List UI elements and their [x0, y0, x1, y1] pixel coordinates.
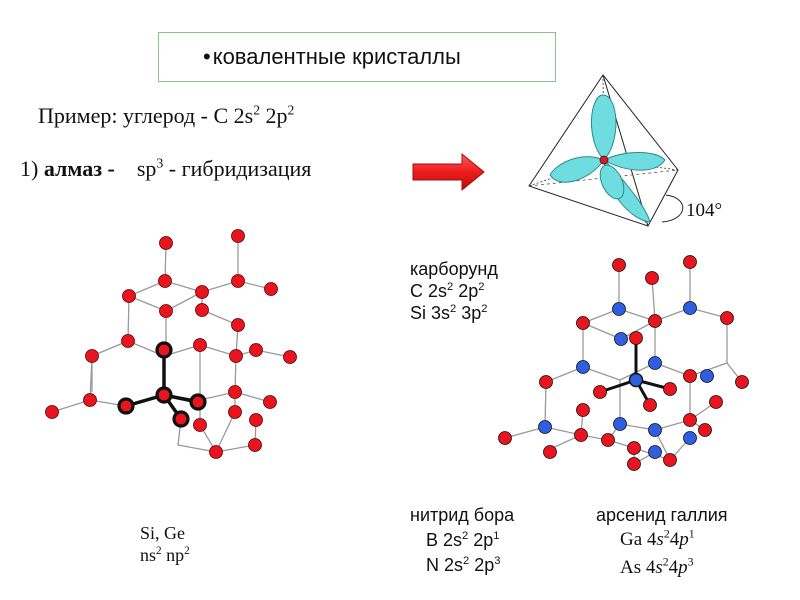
carborundum-name: карборунд — [410, 259, 498, 279]
diamond-highlight-atoms — [117, 341, 207, 428]
si-ge-name: Si, Ge — [140, 523, 185, 543]
zincblende-highlight-atoms — [593, 331, 677, 412]
title-box: • ковалентные кристаллы — [158, 32, 556, 82]
example-mid: 2p — [260, 103, 288, 128]
boron-nitride-name: нитрид бора — [410, 505, 515, 525]
zincblende-lattice — [498, 255, 749, 471]
diamond-number: 1) — [20, 156, 44, 181]
boron-nitride-block: нитрид бора B 2s2 2p1 N 2s2 2p3 — [410, 504, 514, 576]
carborundum-line-si: Si 3s2 3p2 — [410, 303, 488, 323]
title-text: ковалентные кристаллы — [212, 44, 461, 69]
diamond-sp-sup: 3 — [156, 155, 164, 171]
nitrogen-line: N 2s2 2p3 — [426, 555, 501, 575]
diamond-line: 1) алмаз - sp3 - гибридизация — [20, 156, 311, 182]
gallium-arsenide-name: арсенид галлия — [596, 505, 728, 525]
gallium-arsenide-block: арсенид галлия Ga 4s24p1 As 4s24p3 — [596, 504, 728, 579]
example-sup1: 2 — [253, 102, 261, 118]
example-prefix: Пример: углерод - С 2s — [38, 103, 254, 128]
diamond-name: алмаз - — [43, 156, 115, 181]
example-line: Пример: углерод - С 2s2 2p2 — [38, 103, 294, 129]
title-bullet: • — [203, 44, 211, 69]
diamond-lattice — [45, 229, 297, 459]
si-ge-config: ns2 np2 — [140, 545, 190, 565]
diamond-sp: sp — [136, 156, 157, 181]
example-sup2: 2 — [287, 102, 295, 118]
angle-label: 104° — [686, 200, 723, 221]
si-ge-block: Si, Ge ns2 np2 — [140, 522, 190, 566]
sp3-orbital-tetrahedron-icon — [528, 74, 684, 227]
carborundum-block: карборунд С 2s2 2p2 Si 3s2 3p2 — [410, 258, 498, 324]
right-arrow-icon — [412, 152, 485, 192]
diamond-rest: - гибридизация — [163, 156, 312, 181]
zincblende-atoms — [498, 255, 749, 471]
gallium-line: Ga 4s24p1 — [620, 527, 695, 550]
boron-line: B 2s2 2p1 — [426, 530, 500, 550]
carborundum-line-c: С 2s2 2p2 — [410, 281, 485, 301]
diamond-atoms — [45, 229, 297, 459]
arsenic-line: As 4s24p3 — [620, 555, 694, 578]
